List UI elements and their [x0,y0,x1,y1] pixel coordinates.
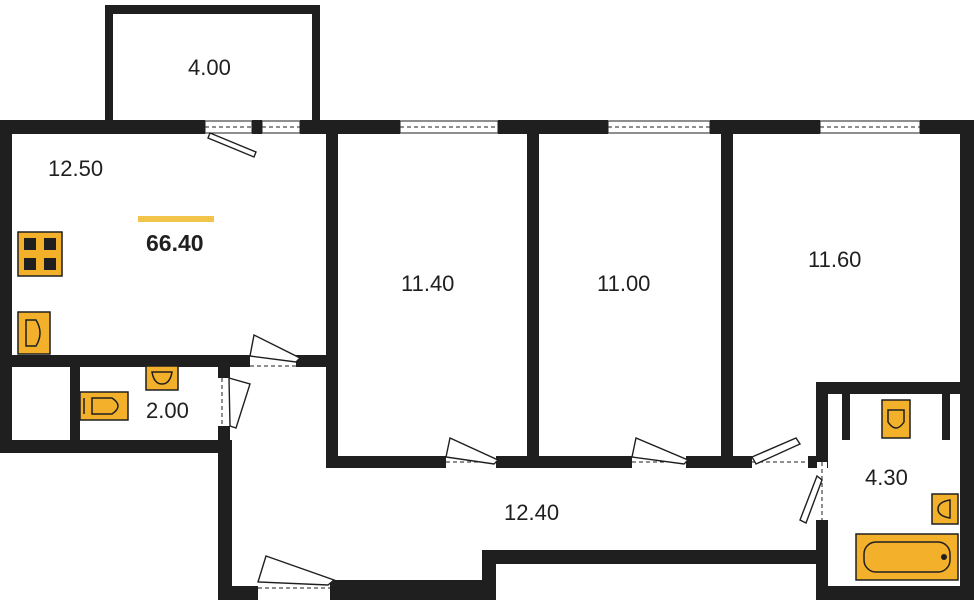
room2-room3-wall [721,120,733,465]
bathroom-left-wall-b [816,520,828,600]
area-room-2: 11.00 [597,271,650,296]
balcony-wall-right [312,5,320,123]
door-kitchen [249,333,302,367]
walls [0,5,974,600]
door-balcony [207,132,257,158]
hall-bottom-wall-c [482,550,828,564]
door-room-3 [751,437,808,467]
top-wall-pier-1 [252,120,262,134]
right-wall [960,120,974,600]
balcony-wall-left [105,5,113,123]
kitchen-room1-wall [326,120,338,465]
bathroom-niche-left [842,392,850,440]
room1-room2-wall [527,120,539,465]
doors [207,132,827,598]
kitchen-sink-icon [17,311,51,355]
window-balcony [261,120,301,134]
top-wall-pier-3 [498,120,608,134]
total-area: 66.40 [146,230,204,256]
bottom-left-wall [0,440,230,453]
fixtures [17,231,959,581]
door-bathroom [799,462,827,524]
wc-right-wall-a [218,360,230,378]
area-kitchen: 12.50 [48,156,103,181]
left-wall [0,120,12,453]
rooms-bottom-wall-c [686,456,752,468]
rooms-bottom-wall-b [496,456,632,468]
washbasin-icon [145,365,179,391]
top-wall-pier-2 [300,120,400,134]
door-room-2 [631,437,690,467]
window-room-2 [607,120,711,134]
bathroom-washbasin-icon [931,493,959,525]
total-area-accent-bar [138,216,214,222]
bathroom-left-wall-a [816,382,828,462]
top-wall-kitchen [0,120,205,134]
area-room-1: 11.40 [401,271,454,296]
bathroom-bottom-wall [816,586,974,600]
hall-bottom-wall-a [218,586,258,600]
toilet-icon [79,391,129,421]
door-wc [219,377,251,429]
balcony-wall-top [105,5,320,14]
bathroom-top-wall [816,382,974,394]
bathroom-niche-right [942,392,950,440]
door-room-1 [445,436,500,467]
area-balcony: 4.00 [188,55,231,80]
hall-left-wall [218,440,232,600]
window-room-1 [399,120,499,134]
door-entrance [257,555,336,598]
window-kitchen [204,120,253,134]
stove-icon [17,231,63,277]
top-wall-pier-4 [710,120,820,134]
hall-bottom-wall-b [330,580,490,600]
windows [204,120,921,134]
kitchen-bottom-wall-a [0,355,250,367]
area-wc: 2.00 [146,398,189,423]
bathroom-toilet-icon [881,399,911,439]
area-hall: 12.40 [504,500,559,525]
window-room-3 [819,120,921,134]
rooms-bottom-wall-a [326,456,446,468]
storage-divider [70,360,80,446]
area-bathroom: 4.30 [865,465,908,490]
bathtub-icon [855,533,959,581]
area-room-3: 11.60 [808,247,861,272]
